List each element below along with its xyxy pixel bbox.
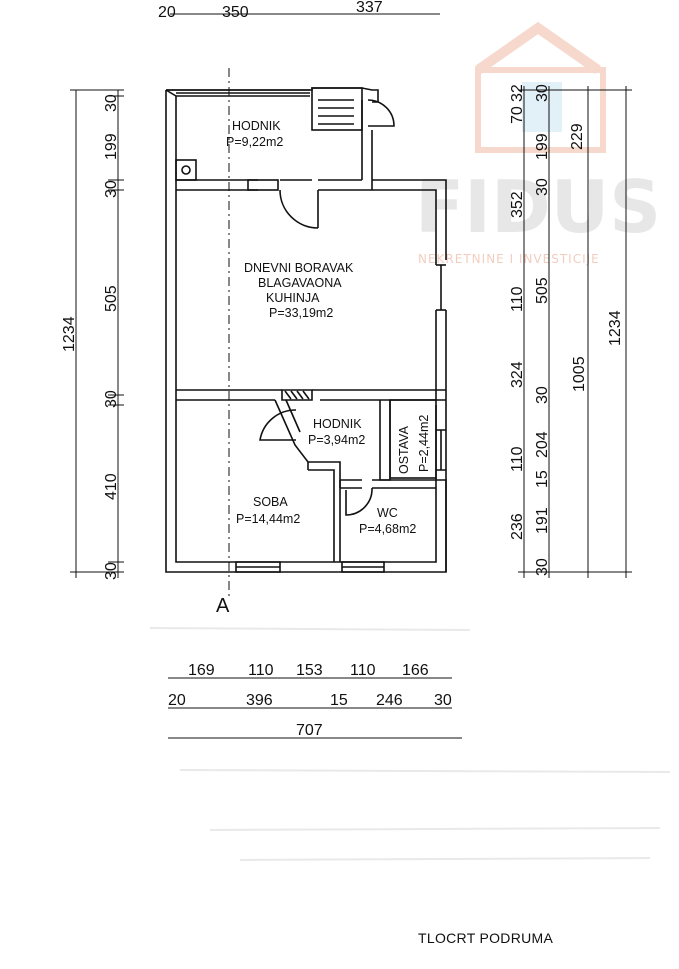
left-dimension-values: 30 199 30 505 30 410 30 1234: [61, 94, 120, 580]
right-dim: 30: [534, 386, 551, 404]
room-area: P=4,68m2: [359, 522, 416, 536]
right-dim: 191: [534, 507, 551, 534]
scan-noise: [149, 627, 671, 861]
right-dim: 30: [534, 84, 551, 102]
right-dim: 30: [534, 558, 551, 576]
room-name: HODNIK: [313, 417, 362, 431]
bottom-dim: 20: [168, 692, 186, 709]
bottom-dim: 166: [402, 662, 429, 679]
right-dim: 15: [534, 470, 551, 488]
building-walls: [165, 87, 447, 573]
room-name: OSTAVA: [397, 425, 411, 474]
right-dimension-values: 70 32 352 110 324 110 15 236 30 199 30 5…: [509, 84, 624, 576]
room-name: DNEVNI BORAVAK: [244, 261, 354, 275]
left-dim: 30: [103, 390, 120, 408]
right-total: 1234: [607, 310, 624, 346]
watermark-tagline: NEKRETNINE I INVESTICIJE: [418, 252, 600, 266]
left-dim: 30: [103, 562, 120, 580]
bottom-dim: 246: [376, 692, 403, 709]
right-dim: 324: [509, 361, 526, 388]
room-name: KUHINJA: [266, 291, 320, 305]
room-name: WC: [377, 506, 398, 520]
room-area: P=33,19m2: [269, 306, 333, 320]
top-dim: 350: [222, 4, 249, 21]
bottom-dim: 30: [434, 692, 452, 709]
right-dim: 70: [509, 106, 526, 124]
bottom-dimension-values: 169 110 153 110 166 20 396 15 246 30 707: [168, 662, 452, 739]
right-dim: 110: [509, 286, 526, 312]
section-marker: A: [216, 595, 230, 617]
top-dim: 20: [158, 4, 176, 21]
bottom-total: 707: [296, 722, 323, 739]
watermark-brand: FIDUS: [415, 165, 661, 249]
right-dim: 229: [569, 123, 586, 150]
right-dim: 199: [534, 133, 551, 160]
room-area: P=9,22m2: [226, 135, 283, 149]
room-name: BLAGAVAONA: [258, 276, 342, 290]
left-dim: 410: [103, 473, 120, 500]
left-dim: 505: [103, 285, 120, 312]
right-dim: 32: [509, 84, 526, 102]
bottom-dim: 110: [350, 662, 376, 679]
bottom-dim: 153: [296, 662, 323, 679]
left-dim: 199: [103, 133, 120, 160]
room-name: HODNIK: [232, 119, 281, 133]
room-area: P=2,44m2: [417, 415, 431, 472]
left-dimensions: [70, 89, 124, 578]
right-dim: 505: [534, 277, 551, 304]
room-name: SOBA: [253, 495, 288, 509]
bottom-dim: 15: [330, 692, 348, 709]
right-dim: 352: [509, 191, 526, 218]
bottom-dimensions: [168, 677, 462, 739]
room-area: P=14,44m2: [236, 512, 300, 526]
bottom-dim: 110: [248, 662, 274, 679]
watermark-logo: FIDUS NEKRETNINE I INVESTICIJE: [415, 21, 661, 266]
right-dim: 236: [509, 513, 526, 540]
bottom-dim: 169: [188, 662, 215, 679]
bottom-dim: 396: [246, 692, 273, 709]
right-dim: 30: [534, 178, 551, 196]
left-dim: 30: [103, 180, 120, 198]
room-area: P=3,94m2: [308, 433, 365, 447]
right-dimensions: [518, 86, 632, 578]
left-total: 1234: [61, 316, 78, 352]
top-dim: 337: [356, 0, 383, 16]
right-dim: 204: [534, 431, 551, 458]
right-dim: 1005: [571, 356, 588, 392]
left-dim: 30: [103, 94, 120, 112]
right-dim: 110: [509, 446, 526, 472]
room-labels: HODNIK P=9,22m2 DNEVNI BORAVAK BLAGAVAON…: [226, 119, 431, 536]
plan-title: TLOCRT PODRUMA: [418, 930, 554, 946]
